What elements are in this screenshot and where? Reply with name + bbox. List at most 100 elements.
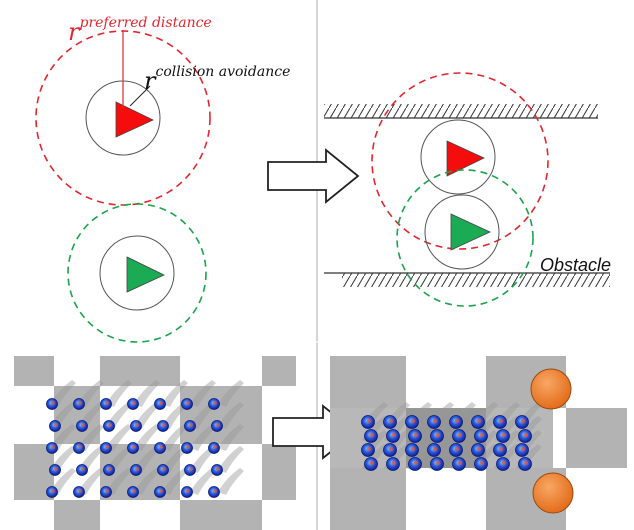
floor-tile [262,444,296,500]
crowd-agent-marker [189,423,193,427]
crowd-agent-marker [54,467,58,471]
crowd-agent-marker [520,418,526,424]
agent-grid-right [361,415,532,471]
follower-agent-icon [126,256,165,293]
crowd-agent-marker [78,489,82,493]
crowd-agent-marker [498,418,504,424]
shadow-trail [218,446,244,473]
floor-tile [330,356,406,408]
shadow-trail [78,468,104,495]
crowd-agent-marker [432,418,438,424]
floor-tile [566,408,627,468]
leader-collision-circle-corridor [420,119,496,195]
obstacle-top-icon [530,368,572,410]
follower-collision-circle-corridor [424,194,500,270]
obstacle-label: Obstacle [540,255,611,275]
crowd-agent-marker [476,446,482,452]
crowd-agent-marker [213,445,217,449]
crowd-agent-marker [432,446,438,452]
crowd-agent-marker [51,445,55,449]
crowd-agent-marker [523,432,529,438]
agent-grid-left [46,398,223,498]
leader-agent-icon [115,101,154,138]
crowd-agent-marker [105,445,109,449]
shadow-trail [162,380,188,407]
crowd-agent-marker [186,489,190,493]
crowd-agent-marker [132,489,136,493]
shadow-trail [218,402,244,429]
collision-avoidance-label: rcollision avoidance [144,64,290,95]
leader-agent-corridor-icon [446,140,485,177]
crowd-agent-marker [435,460,441,466]
shadow-trail [134,424,160,451]
crowd-agent-marker [216,467,220,471]
bottom-right-panel [330,356,627,530]
crowd-agent-marker [523,460,529,466]
floor-tile [180,386,262,444]
crowd-agent-marker [54,423,58,427]
crowd-agent-marker [162,467,166,471]
floor-tile [330,468,406,530]
floor-tile [14,356,54,386]
follower-collision-circle [99,235,175,311]
follower-agent-corridor-icon [450,213,491,251]
crowd-agent-marker [391,432,397,438]
shadow-trail [162,446,188,473]
floor-tile [180,500,262,530]
crowd-agent-marker [105,401,109,405]
crowd-agent-marker [186,445,190,449]
floor-tile [54,500,100,530]
top-wall-hatch [324,104,598,118]
crowd-agent-marker [159,489,163,493]
shadow-trail [78,380,104,407]
crowd-agent-marker [81,423,85,427]
crowd-agent-marker [479,460,485,466]
collision-radius-line [129,85,151,107]
crowd-agent-marker [388,418,394,424]
crowd-agent-marker [388,446,394,452]
crowd-agent-marker [81,467,85,471]
crowd-agent-marker [366,418,372,424]
shadow-trail [190,424,216,451]
crowd-agent-marker [479,432,485,438]
crowd-agent-marker [213,401,217,405]
crowd-agent-marker [520,446,526,452]
follower-preferred-distance-circle [67,203,207,343]
top-transition-arrow-icon [267,148,360,204]
shadow-trail [78,424,104,451]
shadow-trail [190,402,216,429]
crowd-agent-marker [413,460,419,466]
shadow-trail [106,468,132,495]
shadow-trail [218,424,244,451]
shadow-trail [190,446,216,473]
crowd-agent-marker [135,423,139,427]
floor-tile [262,356,296,386]
crowd-agent-marker [135,467,139,471]
crowd-agent-marker [501,460,507,466]
crowd-agent-marker [476,418,482,424]
crowd-agent-marker [457,460,463,466]
shadow-trail [218,380,244,407]
top-right-panel: Obstacle [324,72,611,307]
crowd-agent-marker [51,489,55,493]
top-left-panel: rpreferred distance rcollision avoidance [35,15,290,343]
crowd-agent-marker [369,460,375,466]
crowd-agent-marker [105,489,109,493]
preferred-distance-label: rpreferred distance [68,15,212,46]
crowd-agent-marker [457,432,463,438]
shadow-trail [190,468,216,495]
leader-preferred-distance-circle-corridor [371,72,549,250]
crowd-agent-marker [413,432,419,438]
crowd-agent-marker [132,445,136,449]
obstacle-bottom-icon [532,472,574,514]
crowd-agent-marker [78,445,82,449]
crowd-agent-marker [108,423,112,427]
crowd-agent-marker [410,418,416,424]
crowd-agent-marker [213,489,217,493]
crowd-agent-marker [186,401,190,405]
shadow-trail [162,424,188,451]
crowd-agent-marker [216,423,220,427]
floor-tile [100,356,180,386]
shadow-trail [218,468,244,495]
